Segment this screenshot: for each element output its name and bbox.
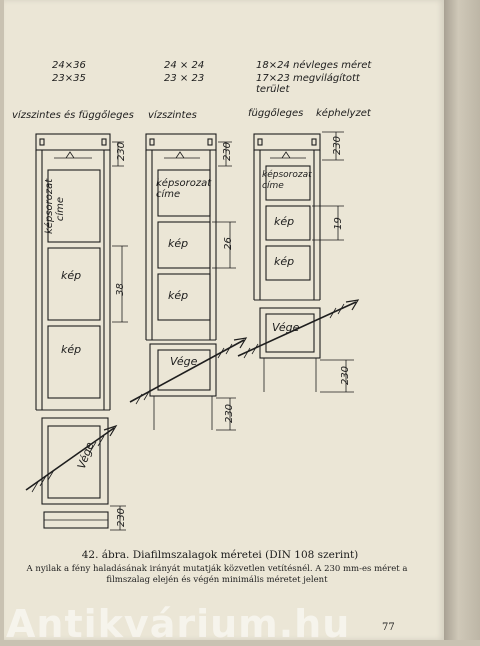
col2-dim-top: 230 xyxy=(222,141,234,162)
col1-dim-mid: 38 xyxy=(114,283,126,296)
film-strip-diagram xyxy=(25,131,360,531)
col3-frame-vege: Vége xyxy=(272,321,300,334)
col3-size-line1: 18×24 névleges méret xyxy=(256,60,372,71)
col3-dim-mid: 19 xyxy=(332,217,344,230)
col1-frame-kep-b: kép xyxy=(61,343,82,356)
col1-size-line2: 23×35 xyxy=(52,73,86,84)
col3-dim-bottom: 230 xyxy=(340,365,352,386)
col2-dim-bottom: 230 xyxy=(224,403,236,424)
col3-frame-title: képsorozat címe xyxy=(262,170,312,191)
frame-vege-1 xyxy=(47,425,101,499)
watermark: Antikvárium.hu xyxy=(6,602,351,646)
col2-frame-title: képsorozat címe xyxy=(156,178,212,200)
col3-dim-top: 230 xyxy=(332,135,344,156)
frame-kep-3b xyxy=(265,245,311,281)
frame-kep-2b xyxy=(157,273,211,321)
col3-orientation: függőleges xyxy=(248,108,304,119)
frame-title-3 xyxy=(265,165,311,201)
col1-orientation: vízszintes és függőleges xyxy=(12,110,134,121)
frame-title-2 xyxy=(157,169,211,217)
frame-kep-2a xyxy=(157,221,211,269)
figure-caption-body: A nyilak a fény haladásának irányát muta… xyxy=(26,564,408,585)
col1-dim-bottom: 230 xyxy=(116,507,128,528)
frame-kep-3a xyxy=(265,205,311,241)
frame-kep-1a xyxy=(47,247,101,321)
frame-kep-1b xyxy=(47,325,101,399)
strip-24x36 xyxy=(25,133,128,531)
col2-frame-kep-a: kép xyxy=(168,237,189,250)
col2-frame-vege: Vége xyxy=(170,355,198,368)
col3-frame-kep-a: kép xyxy=(274,215,295,228)
col2-dim-mid: 26 xyxy=(222,237,234,250)
col1-dim-top: 230 xyxy=(116,141,128,162)
col2-frame-kep-b: kép xyxy=(168,289,189,302)
figure-caption-title: 42. ábra. Diafilmszalagok méretei (DIN 1… xyxy=(81,549,359,561)
col3-orientation2: képhelyzet xyxy=(316,108,371,119)
strip-24x24 xyxy=(129,133,248,431)
col3-frame-kep-b: kép xyxy=(274,255,295,268)
frame-vege-3 xyxy=(265,313,315,353)
frame-title-1 xyxy=(47,169,101,243)
strip-18x24 xyxy=(237,131,360,393)
page-number: 77 xyxy=(382,622,395,633)
col3-size-line2: 17×23 megvilágított terület xyxy=(256,73,360,95)
frame-vege-2 xyxy=(157,349,211,391)
col2-size-line1: 24 × 24 xyxy=(164,60,205,71)
col2-orientation: vízszintes xyxy=(148,110,197,121)
col1-frame-kep-a: kép xyxy=(61,269,82,282)
col1-size-line1: 24×36 xyxy=(52,60,86,71)
book-spine xyxy=(444,0,480,640)
col1-frame-title: képsorozat címe xyxy=(44,178,66,234)
col2-size-line2: 23 × 23 xyxy=(164,73,205,84)
